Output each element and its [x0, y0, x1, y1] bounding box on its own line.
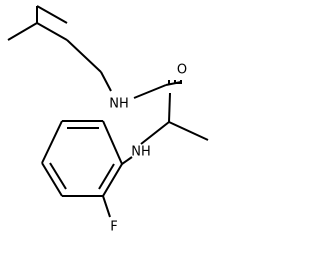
bond-alpha-nh: [140, 121, 170, 145]
oxygen-label: O: [177, 63, 187, 78]
bond-carbonyl-alpha: [168, 92, 171, 123]
bond-chain-2: [66, 39, 102, 73]
bond-chain-3: [100, 71, 112, 92]
fluorine-label: F: [110, 220, 117, 235]
ring-bond-1: [102, 120, 123, 165]
amide-nh-label: NH: [109, 97, 129, 112]
ring-double-2: [49, 162, 67, 190]
amine-nh-label: NH: [131, 145, 151, 160]
bond-methyl-b: [7, 22, 38, 41]
bond-methyl-a: [36, 5, 68, 24]
bond-ring-fluorine: [102, 195, 111, 218]
chemical-structure: O NH NH F: [7, 5, 209, 235]
ring-bond-6: [102, 163, 123, 197]
ring-bond-3: [41, 120, 63, 164]
bond-alpha-methyl: [168, 121, 209, 141]
ring-bond-4: [41, 162, 63, 197]
bond-nh-carbonyl: [133, 84, 167, 99]
bond-chain-1: [36, 22, 68, 41]
ring-double-3: [98, 163, 115, 190]
bond-nh-ring: [121, 156, 133, 165]
